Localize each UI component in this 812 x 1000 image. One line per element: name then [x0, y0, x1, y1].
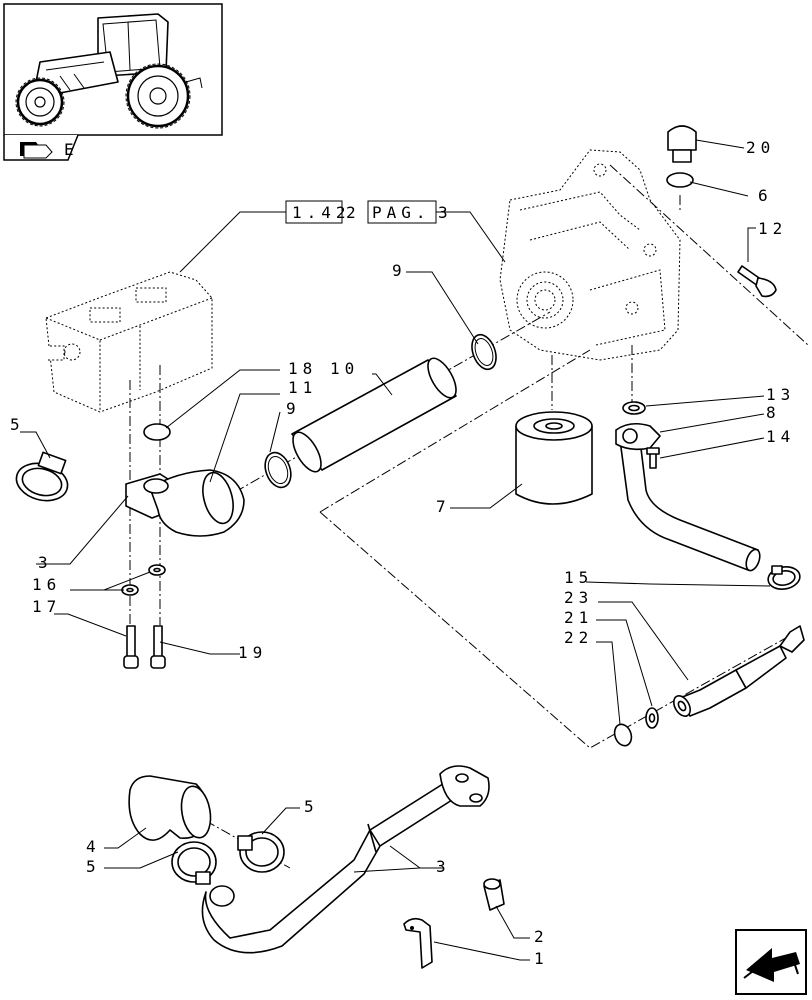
callout-3-left: 3: [38, 553, 53, 572]
callout-18: 18: [288, 359, 317, 378]
oring-9-upper: [471, 333, 497, 371]
oring-9-lower: [264, 451, 292, 489]
callout-20: 20: [746, 138, 775, 157]
callout-9-lower: 9: [286, 399, 301, 418]
gearbox-housing: [499, 149, 681, 361]
ref-group-label: 1.42: [292, 203, 351, 222]
callout-17: 17: [32, 597, 61, 616]
callout-15: 15: [564, 568, 593, 587]
callout-16: 16: [32, 575, 61, 594]
callout-3-top: 3: [438, 203, 453, 222]
callout-2: 2: [534, 927, 549, 946]
ref-page-label: PAG.: [372, 203, 431, 222]
callout-23: 23: [564, 588, 593, 607]
screw-12: [737, 265, 777, 298]
screw-14: [646, 447, 660, 469]
sleeve-2: [483, 878, 505, 911]
callout-12: 12: [758, 219, 787, 238]
callout-3-bottom: 3: [436, 857, 451, 876]
elbow-11: [125, 469, 245, 537]
bolt-20: [667, 125, 697, 163]
oring-6: [666, 172, 694, 188]
washer-13: [622, 401, 646, 415]
bolt-17: [123, 625, 139, 669]
callout-5-bottom-left: 5: [86, 857, 101, 876]
ref-suffix-2: 2: [346, 203, 361, 222]
callout-5-bottom-right: 5: [304, 797, 319, 816]
callout-5-left: 5: [10, 415, 25, 434]
thumbnail-code: E: [64, 140, 79, 159]
clamp-5-bottom-right: [237, 831, 285, 873]
callout-10: 10: [330, 359, 359, 378]
callout-11: 11: [288, 378, 317, 397]
oring-18: [143, 423, 171, 441]
clamp-5-bottom-left: [171, 841, 217, 885]
tractor-thumbnail: E: [3, 3, 223, 161]
callout-19: 19: [238, 643, 267, 662]
pipe-3-bottom: [201, 765, 490, 954]
oil-filter-7: [515, 411, 593, 505]
callout-4: 4: [86, 837, 101, 856]
clamp-15: [767, 565, 801, 590]
callout-13: 13: [766, 385, 795, 404]
callout-6: 6: [758, 186, 773, 205]
clamp-5-left: [15, 451, 69, 502]
callout-22: 22: [564, 628, 593, 647]
callout-9-upper: 9: [392, 261, 407, 280]
pipe-8: [615, 422, 761, 572]
hose-4: [128, 775, 212, 841]
callout-1: 1: [534, 949, 549, 968]
bolt-19: [150, 625, 166, 669]
bracket-1: [403, 917, 433, 969]
next-page-icon[interactable]: [735, 929, 807, 995]
callout-14: 14: [766, 427, 795, 446]
tube-10: [291, 357, 457, 473]
callout-21: 21: [564, 608, 593, 627]
callout-7: 7: [436, 497, 451, 516]
callout-8: 8: [766, 403, 781, 422]
leader-lines: [20, 139, 771, 961]
reference-boxes: 1.42 2 PAG.: [285, 200, 437, 224]
fitting-23: [673, 625, 805, 717]
hydraulic-pump: [45, 271, 213, 413]
callout-labels: 3 20 6 12 9 10 18 11 9 13 8 14 7 5 3 16 …: [10, 138, 795, 968]
washer-21: [645, 707, 659, 729]
oring-22: [613, 723, 633, 747]
